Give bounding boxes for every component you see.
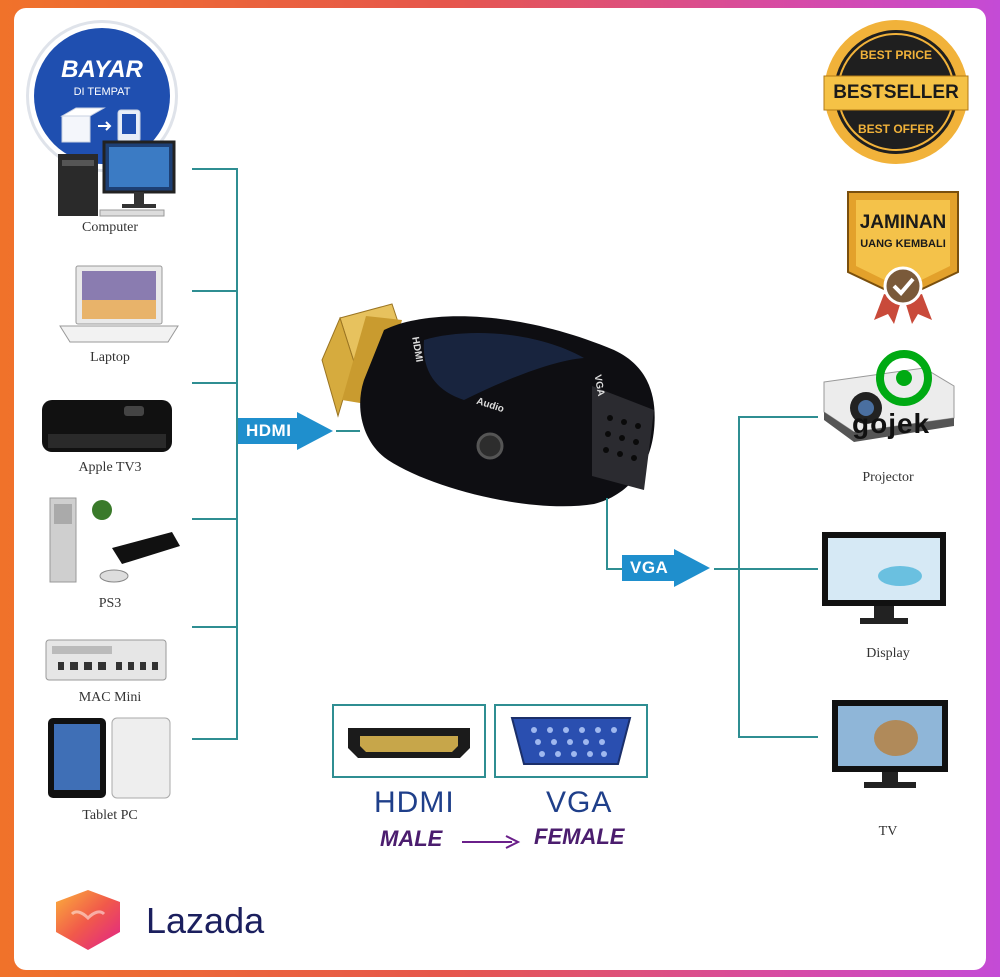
device-label-laptop: Laptop: [90, 350, 130, 365]
device-label-projector: Projector: [862, 470, 914, 485]
apple-tv-icon: [42, 400, 172, 452]
cod-badge: BAYAR DI TEMPAT: [26, 20, 178, 172]
mac-mini-icon: [45, 639, 167, 681]
hdmi-arrow: HDMI: [238, 412, 334, 450]
guarantee-badge: JAMINAN UANG KEMBALI: [844, 186, 962, 326]
device-label-ps3: PS3: [98, 596, 122, 611]
hdmi-connector-box: [332, 704, 486, 778]
game-console-icon: [49, 497, 180, 583]
device-label-tablet: Tablet PC: [82, 808, 138, 823]
device-label-computer: Computer: [82, 220, 138, 235]
cash-box-icon: [60, 107, 141, 143]
display-icon: [822, 532, 946, 624]
product-image-card: BAYAR DI TEMPAT BEST PRICE BESTSELLER BE…: [14, 8, 986, 970]
guarantee-title: JAMINAN: [859, 212, 947, 233]
device-label-tv: TV: [878, 824, 898, 839]
bestseller-top-text: BEST PRICE: [859, 48, 932, 62]
computer-icon: [58, 140, 176, 217]
gojek-wordmark: gojek: [852, 408, 931, 439]
vga-arrow-label: VGA: [622, 555, 675, 581]
hdmi-connector-title: HDMI: [374, 786, 455, 819]
cod-badge-subtitle: DI TEMPAT: [73, 86, 131, 98]
device-label-display: Display: [866, 646, 910, 661]
vga-connector-title: VGA: [546, 786, 613, 819]
guarantee-subtitle: UANG KEMBALI: [860, 238, 946, 250]
right-arrow-icon: [462, 835, 521, 849]
tablet-icon: [48, 717, 171, 799]
device-label-mac-mini: MAC Mini: [78, 690, 142, 705]
female-label: FEMALE: [534, 824, 625, 849]
lazada-wordmark: Lazada: [146, 900, 265, 941]
bestseller-bottom-text: BEST OFFER: [857, 122, 934, 136]
gojek-logo: [874, 348, 934, 408]
laptop-icon: [59, 265, 179, 343]
device-label-apple-tv: Apple TV3: [78, 460, 142, 475]
male-label: MALE: [380, 826, 443, 851]
cod-badge-title: BAYAR: [61, 56, 143, 83]
lazada-logo: [50, 888, 130, 954]
hdmi-vga-adapter-image: [321, 303, 655, 507]
hdmi-arrow-label: HDMI: [238, 418, 298, 444]
bestseller-badge: BEST PRICE BESTSELLER BEST OFFER: [822, 18, 970, 166]
tv-icon: [832, 700, 948, 788]
vga-connector-box: [494, 704, 648, 778]
bestseller-main-text: BESTSELLER: [833, 82, 959, 103]
vga-arrow: VGA: [622, 549, 711, 587]
